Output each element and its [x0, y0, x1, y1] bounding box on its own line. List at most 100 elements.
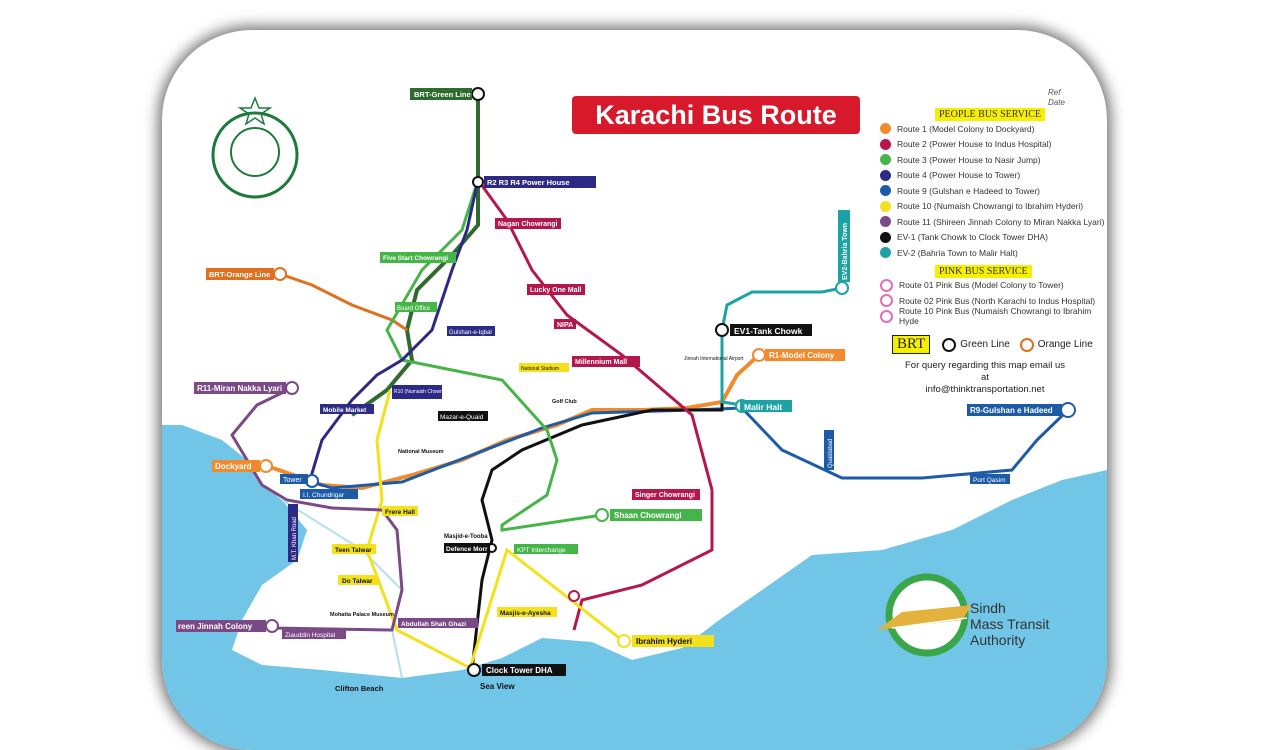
- svg-text:Mazar-e-Quaid: Mazar-e-Quaid: [440, 414, 484, 421]
- station-indus[interactable]: [568, 590, 580, 602]
- route-legend: PEOPLE BUS SERVICE Route 1 (Model Colony…: [880, 108, 1107, 327]
- label-ziauddin: Ziauddin Hospital: [282, 629, 346, 639]
- svg-text:NIPA: NIPA: [557, 322, 573, 329]
- route-map[interactable]: BRT-Green Line R2 R3 R4 Power House Naga…: [162, 30, 1107, 750]
- station-shaan[interactable]: [595, 508, 609, 522]
- legend-route-item: Route 11 (Shireen Jinnah Colony to Miran…: [880, 214, 1107, 230]
- station-brt-green[interactable]: [471, 87, 485, 101]
- label-tooba: Masjid-e-Tooba: [444, 534, 488, 540]
- pink-bus-header: PINK BUS SERVICE: [935, 264, 1032, 278]
- svg-text:M.T. Khan Road: M.T. Khan Road: [292, 517, 298, 560]
- route-color-icon: [880, 200, 891, 212]
- station-brt-orange[interactable]: [273, 267, 287, 281]
- svg-text:Five Start Chowrangi: Five Start Chowrangi: [383, 255, 448, 262]
- svg-text:Dockyard: Dockyard: [215, 462, 252, 471]
- brt-label: BRT: [892, 335, 931, 354]
- legend-pink-label: Route 02 Pink Bus (North Karachi to Indu…: [899, 295, 1096, 306]
- legend-pink-label: Route 10 Pink Bus (Numaish Chowrangi to …: [899, 306, 1092, 327]
- legend-pink-item: Route 02 Pink Bus (North Karachi to Indu…: [880, 293, 1107, 309]
- brt-legend: BRT Green Line Orange Line: [892, 335, 1093, 354]
- label-brt-orange: BRT-Orange Line: [206, 268, 274, 280]
- label-port-qasim: Port Qasim: [970, 474, 1010, 484]
- svg-text:Millennium Mall: Millennium Mall: [575, 359, 627, 366]
- label-clock-tower: Clock Tower DHA: [482, 664, 566, 676]
- svg-text:reen Jinnah Colony: reen Jinnah Colony: [178, 622, 253, 631]
- station-shireen[interactable]: [265, 619, 279, 633]
- query-note: For query regarding this map email us at…: [900, 360, 1070, 396]
- svg-text:KPT Interchange: KPT Interchange: [517, 547, 566, 554]
- label-airport: Jinnah International Airport: [684, 356, 744, 362]
- route-10-line: [365, 389, 623, 671]
- svg-text:Gulshan-e-Iqbal: Gulshan-e-Iqbal: [449, 330, 492, 336]
- legend-route-item: EV-1 (Tank Chowk to Clock Tower DHA): [880, 230, 1107, 246]
- station-r9[interactable]: [1060, 402, 1076, 418]
- label-bahria: EV2-Bahria Town: [838, 210, 850, 282]
- svg-text:Masjis-e-Ayesha: Masjis-e-Ayesha: [500, 610, 551, 617]
- green-line-label: Green Line: [960, 339, 1010, 350]
- svg-text:Lucky One Mall: Lucky One Mall: [530, 287, 581, 294]
- legend-route-item: Route 4 (Power House to Tower): [880, 168, 1107, 184]
- label-frere: Frere Hall: [382, 506, 418, 516]
- label-miran: R11-Miran Nakka Lyari: [194, 382, 286, 394]
- label-numaish: R10 (Numaish Chowrangi): [392, 385, 453, 399]
- svg-text:Abdullah Shah Ghazi: Abdullah Shah Ghazi: [401, 621, 466, 628]
- station-power-house[interactable]: [472, 176, 484, 188]
- label-power-house: R2 R3 R4 Power House: [484, 176, 596, 188]
- label-ev1: EV1-Tank Chowk: [730, 324, 812, 336]
- legend-route-label: Route 4 (Power House to Tower): [897, 170, 1021, 181]
- label-ayesha: Masjis-e-Ayesha: [497, 607, 557, 617]
- station-clock-tower[interactable]: [467, 663, 481, 677]
- label-quaidabad: Quaidabad: [824, 430, 834, 470]
- label-shaan: Shaan Chowrangi: [610, 509, 702, 521]
- route-color-icon: [880, 216, 891, 228]
- label-kpt: KPT Interchange: [514, 544, 578, 554]
- label-nipa: NIPA: [554, 319, 576, 329]
- svg-text:EV2-Bahria Town: EV2-Bahria Town: [842, 223, 849, 280]
- brt-green-line: [350, 94, 480, 417]
- label-defence-morr: Defence Morr: [444, 543, 490, 553]
- svg-text:R9-Gulshan e Hadeed: R9-Gulshan e Hadeed: [970, 406, 1053, 415]
- green-line-icon: [942, 337, 957, 352]
- legend-route-item: Route 3 (Power House to Nasir Jump): [880, 152, 1107, 168]
- legend-route-item: EV-2 (Bahria Town to Malir Halt): [880, 245, 1107, 261]
- route-color-icon: [880, 123, 891, 135]
- station-ev1[interactable]: [715, 323, 729, 337]
- label-nagan: Nagan Chowrangi: [495, 218, 561, 229]
- station-dockyard[interactable]: [259, 459, 273, 473]
- svg-text:Defence Morr: Defence Morr: [446, 546, 488, 553]
- station-bahria[interactable]: [835, 281, 849, 295]
- route-1-line: [269, 353, 761, 491]
- svg-text:Masjid-e-Tooba: Masjid-e-Tooba: [444, 534, 488, 540]
- legend-route-label: EV-1 (Tank Chowk to Clock Tower DHA): [897, 232, 1049, 243]
- legend-route-label: Route 1 (Model Colony to Dockyard): [897, 123, 1035, 134]
- pink-ring-icon: [880, 278, 893, 292]
- station-miran[interactable]: [285, 381, 299, 395]
- route-color-icon: [880, 185, 891, 197]
- label-dockyard: Dockyard: [212, 460, 260, 472]
- label-national-museum: National Museum: [398, 449, 444, 455]
- legend-route-label: Route 10 (Numaish Chowrangi to Ibrahim H…: [897, 201, 1084, 212]
- pink-ring-icon: [880, 294, 893, 308]
- label-malir: Malir Halt: [740, 400, 792, 412]
- label-abdullah: Abdullah Shah Ghazi: [398, 618, 478, 628]
- pink-ring-icon: [880, 309, 893, 323]
- svg-text:Port Qasim: Port Qasim: [973, 477, 1006, 484]
- station-r1[interactable]: [752, 348, 766, 362]
- label-r1: R1-Model Colony: [765, 349, 845, 361]
- people-route-list: Route 1 (Model Colony to Dockyard) Route …: [880, 121, 1107, 261]
- label-five-star: Five Start Chowrangi: [380, 252, 456, 263]
- svg-text:Nagan Chowrangi: Nagan Chowrangi: [498, 221, 558, 228]
- label-sea-view: Sea View: [480, 682, 515, 691]
- route-color-icon: [880, 231, 891, 243]
- label-shireen: reen Jinnah Colony: [176, 620, 266, 632]
- sindh-emblem: [211, 95, 299, 199]
- svg-text:Mohatta Palace Museum: Mohatta Palace Museum: [330, 612, 394, 618]
- route-color-icon: [880, 154, 891, 166]
- label-mazar: Mazar-e-Quaid: [438, 411, 488, 421]
- label-mt-khan: M.T. Khan Road: [288, 504, 298, 562]
- map-title: Karachi Bus Route Map: [572, 96, 860, 168]
- station-ibrahim[interactable]: [617, 634, 631, 648]
- legend-route-label: Route 2 (Power House to Indus Hospital): [897, 139, 1052, 150]
- legend-route-label: Route 3 (Power House to Nasir Jump): [897, 154, 1041, 165]
- svg-text:BRT-Green Line: BRT-Green Line: [414, 90, 471, 99]
